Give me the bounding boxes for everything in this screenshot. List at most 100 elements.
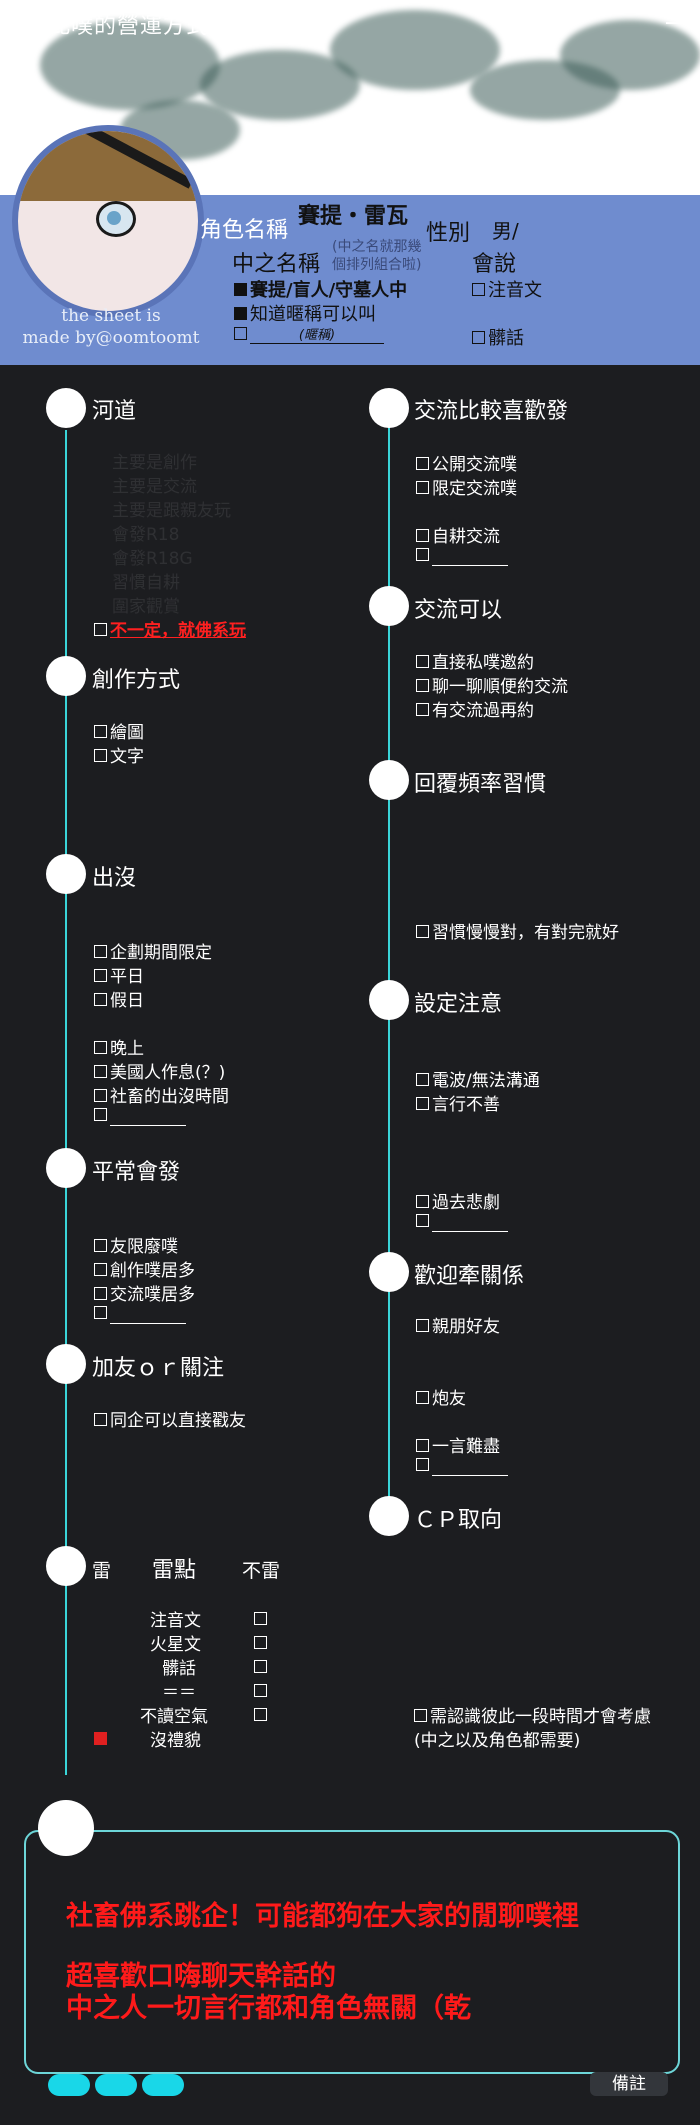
list-item[interactable]: 同企可以直接戳友: [94, 1406, 246, 1431]
list-item[interactable]: 企劃期間限定: [94, 938, 212, 963]
checkbox-icon[interactable]: [94, 992, 107, 1006]
checkbox-icon[interactable]: [254, 1660, 267, 1673]
checkbox-checked-icon[interactable]: [234, 282, 247, 296]
checkbox-icon[interactable]: [416, 528, 429, 542]
timeline-dot: [369, 388, 409, 428]
section-ok-title: 交流可以: [414, 598, 503, 623]
list-item[interactable]: 炮友: [416, 1384, 466, 1409]
cp-note: (中之以及角色都需要): [414, 1731, 581, 1751]
taboo-row-label: 髒話: [162, 1659, 196, 1679]
checkbox-icon[interactable]: [416, 1194, 429, 1208]
checkbox-icon[interactable]: [94, 1262, 107, 1276]
list-item[interactable]: 直接私噗邀約: [416, 648, 534, 673]
checkbox-icon[interactable]: [416, 702, 429, 716]
list-item[interactable]: 限定交流噗: [416, 474, 517, 499]
checkbox-icon[interactable]: [254, 1612, 267, 1625]
list-item[interactable]: 平日: [94, 962, 144, 987]
checkbox-icon[interactable]: [416, 1072, 429, 1086]
faded-option: 主要是跟親友玩: [112, 501, 231, 521]
checkbox-icon[interactable]: [416, 1096, 429, 1110]
list-item[interactable]: 創作噗居多: [94, 1256, 195, 1281]
avatar: [12, 125, 204, 317]
checkbox-icon[interactable]: [254, 1708, 267, 1721]
timeline-dot: [46, 656, 86, 696]
river-option-checked[interactable]: 不一定，就佛系玩: [94, 616, 246, 641]
checkbox-icon[interactable]: [416, 1213, 429, 1227]
nickname-label: 中之名稱: [232, 252, 321, 277]
checkbox-icon[interactable]: [416, 1318, 429, 1332]
list-item-blank[interactable]: [416, 546, 508, 566]
page-pill[interactable]: [142, 2074, 184, 2096]
faded-option: 主要是創作: [112, 453, 197, 473]
list-item-blank[interactable]: [94, 1106, 186, 1126]
remarks-box: [24, 1830, 680, 2074]
list-item[interactable]: 電波/無法溝通: [416, 1066, 540, 1091]
list-item[interactable]: 友限廢噗: [94, 1232, 178, 1257]
checkbox-icon[interactable]: [416, 1457, 429, 1471]
checkbox-icon[interactable]: [94, 1286, 107, 1300]
list-item[interactable]: 親朋好友: [416, 1312, 500, 1337]
list-item[interactable]: 交流噗居多: [94, 1280, 195, 1305]
left-timeline: [65, 430, 67, 1775]
list-item[interactable]: 習慣慢慢對，有對完就好: [416, 918, 619, 943]
checkbox-icon[interactable]: [94, 622, 107, 636]
checkbox-icon[interactable]: [416, 654, 429, 668]
taboo-row-label: 火星文: [150, 1635, 201, 1655]
checkbox-icon[interactable]: [94, 944, 107, 958]
list-item[interactable]: 聊一聊順便約交流: [416, 672, 568, 697]
list-item[interactable]: 假日: [94, 986, 144, 1011]
checkbox-icon[interactable]: [94, 724, 107, 738]
option-call-nickname[interactable]: 知道暱稱可以叫: [234, 300, 376, 326]
list-item[interactable]: 言行不善: [416, 1090, 500, 1115]
list-item-blank[interactable]: [416, 1456, 508, 1476]
checkbox-icon[interactable]: [94, 1305, 107, 1319]
option-nickname-blank[interactable]: (暱稱): [234, 324, 384, 344]
list-item[interactable]: 社畜的出沒時間: [94, 1082, 229, 1107]
checkbox-icon[interactable]: [414, 1708, 427, 1722]
list-item-blank[interactable]: [416, 1212, 508, 1232]
checkbox-checked-icon[interactable]: [94, 1732, 107, 1745]
checkbox-icon[interactable]: [472, 282, 485, 296]
checkbox-icon[interactable]: [416, 456, 429, 470]
language-zhuyin[interactable]: 注音文: [472, 276, 542, 302]
language-swear[interactable]: 髒話: [472, 324, 524, 350]
list-item[interactable]: 需認識彼此一段時間才會考慮: [414, 1702, 651, 1727]
list-item[interactable]: 公開交流噗: [416, 450, 517, 475]
checkbox-icon[interactable]: [254, 1684, 267, 1697]
checkbox-icon[interactable]: [234, 327, 247, 340]
checkbox-icon[interactable]: [416, 547, 429, 561]
checkbox-icon[interactable]: [416, 1438, 429, 1452]
list-item[interactable]: 繪圖: [94, 718, 144, 743]
arrow-left-icon[interactable]: ←: [8, 4, 32, 37]
checkbox-icon[interactable]: [94, 1040, 107, 1054]
list-item[interactable]: 有交流過再約: [416, 696, 534, 721]
window-button-icon[interactable]: [666, 10, 682, 24]
checkbox-checked-icon[interactable]: [234, 306, 247, 320]
checkbox-icon[interactable]: [254, 1636, 267, 1649]
checkbox-icon[interactable]: [94, 1088, 107, 1102]
checkbox-icon[interactable]: [94, 1064, 107, 1078]
checkbox-icon[interactable]: [94, 748, 107, 762]
page-pill[interactable]: [95, 2074, 137, 2096]
page-pill[interactable]: [48, 2074, 90, 2096]
list-item[interactable]: 過去悲劇: [416, 1188, 500, 1213]
checkbox-icon[interactable]: [416, 480, 429, 494]
list-item[interactable]: 美國人作息(？): [94, 1058, 225, 1083]
checkbox-icon[interactable]: [416, 678, 429, 692]
checkbox-icon[interactable]: [416, 1390, 429, 1404]
checkbox-icon[interactable]: [94, 1238, 107, 1252]
checkbox-icon[interactable]: [416, 924, 429, 938]
list-item-blank[interactable]: [94, 1304, 186, 1324]
checkbox-icon[interactable]: [94, 968, 107, 982]
notes-button[interactable]: 備註: [590, 2072, 668, 2096]
checkbox-icon[interactable]: [94, 1412, 107, 1426]
timeline-dot: [369, 1252, 409, 1292]
list-item[interactable]: 自耕交流: [416, 522, 500, 547]
list-item[interactable]: 晚上: [94, 1034, 144, 1059]
checkbox-icon[interactable]: [472, 330, 485, 344]
checkbox-icon[interactable]: [94, 1107, 107, 1121]
section-relation-title: 歡迎牽關係: [414, 1264, 525, 1289]
list-item[interactable]: 一言難盡: [416, 1432, 500, 1457]
option-names[interactable]: 賽提/盲人/守墓人中: [234, 276, 407, 302]
list-item[interactable]: 文字: [94, 742, 144, 767]
